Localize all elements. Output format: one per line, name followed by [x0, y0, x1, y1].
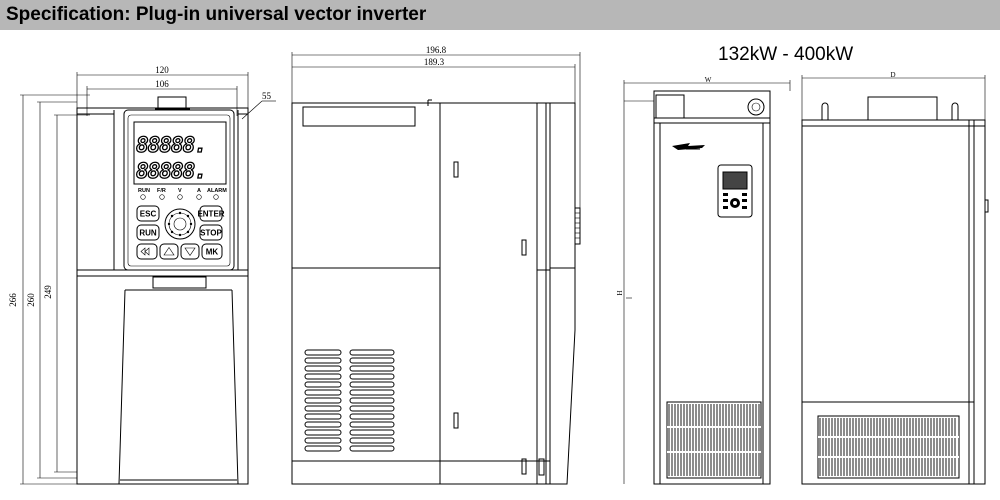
large-side-view: D: [801, 71, 989, 485]
svg-text:ESC: ESC: [140, 210, 157, 219]
dim-width-w: W: [705, 76, 712, 84]
power-range-label: 132kW - 400kW: [718, 44, 854, 65]
led-fr-indicator: [159, 194, 165, 200]
led-a-label: A: [197, 188, 201, 194]
led-a-indicator: [196, 194, 202, 200]
led-run-indicator: [140, 194, 146, 200]
mk-key[interactable]: MK: [201, 243, 223, 260]
dim-depth-196-8: 196.8: [426, 45, 447, 55]
enter-key[interactable]: ENTER: [197, 205, 225, 222]
dim-depth-55: 55: [262, 91, 272, 101]
dim-width-120: 120: [155, 65, 169, 75]
svg-text:ENTER: ENTER: [197, 210, 224, 219]
stop-key[interactable]: STOP: [199, 224, 223, 241]
svg-text:MK: MK: [206, 248, 219, 257]
down-key[interactable]: [180, 243, 200, 260]
dim-width-106: 106: [155, 79, 169, 89]
rotary-knob[interactable]: [164, 208, 196, 240]
led-v-label: V: [178, 188, 182, 194]
led-fr-label: F/R: [157, 188, 166, 194]
dim-height-h: H: [616, 290, 624, 295]
led-alarm-indicator: [213, 194, 219, 200]
led-alarm-label: ALARM: [207, 188, 227, 194]
dim-height-249: 249: [43, 285, 53, 299]
small-side-view: 196.8 189.3: [291, 45, 581, 485]
svg-text:STOP: STOP: [200, 229, 222, 238]
page-title: Specification: Plug-in universal vector …: [6, 4, 427, 25]
up-key[interactable]: [159, 243, 179, 260]
dim-depth-d: D: [890, 71, 895, 79]
display-row-2: 88888.: [136, 159, 206, 183]
led-v-indicator: [177, 194, 183, 200]
run-key[interactable]: RUN: [136, 224, 160, 241]
display-row-1: 88888.: [136, 133, 206, 157]
esc-key[interactable]: ESC: [136, 205, 160, 222]
led-run-label: RUN: [138, 188, 150, 194]
shift-key[interactable]: [136, 243, 158, 260]
header-bar: Specification: Plug-in universal vector …: [0, 0, 1000, 30]
dim-depth-189-3: 189.3: [424, 57, 445, 67]
small-front-view: 88888. 88888. RUN F/R V A ALARM ESC ENTE…: [8, 65, 276, 485]
svg-text:RUN: RUN: [139, 229, 157, 238]
dim-height-260: 260: [26, 293, 36, 307]
large-front-view: W H: [616, 76, 791, 485]
dim-height-266: 266: [8, 293, 18, 307]
